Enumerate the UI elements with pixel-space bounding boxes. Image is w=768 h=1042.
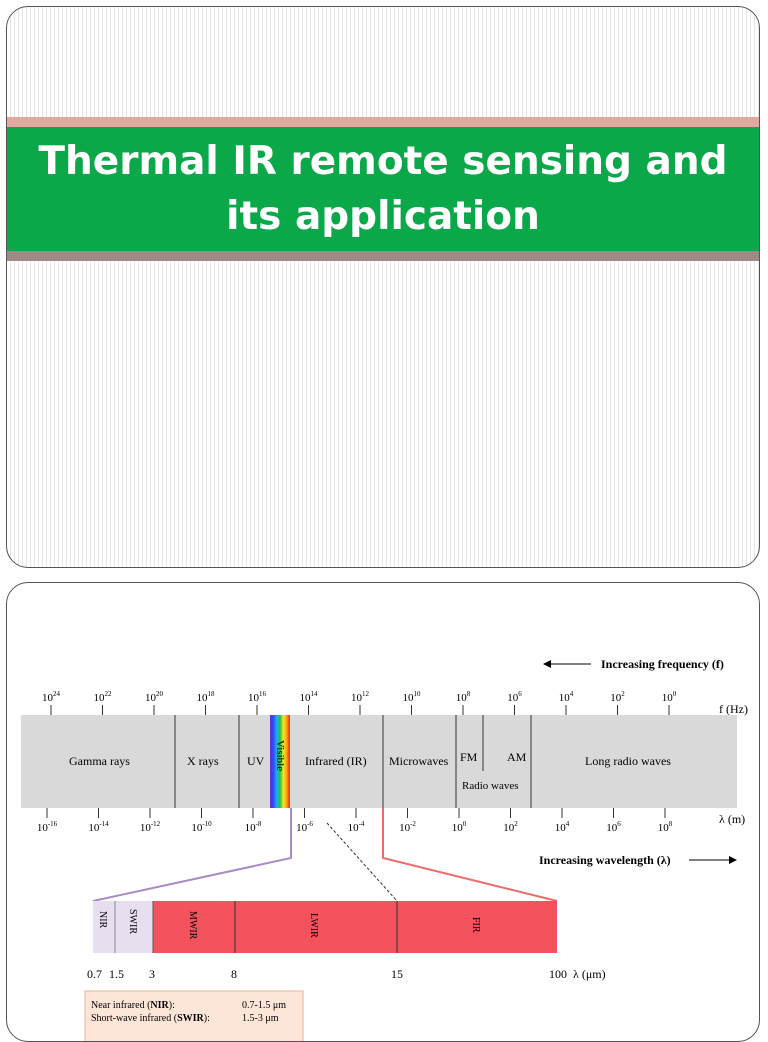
wave-unit-label: λ (m): [719, 812, 745, 826]
wave-tick-labels: 10-16 10-14 10-12 10-10 10-8 10-6 10-4 10-2 100 1…: [37, 808, 673, 834]
freq-tick-label: 108: [456, 690, 471, 704]
band-visible: Visible: [274, 740, 286, 771]
freq-tick-label: 1022: [94, 690, 113, 704]
band-radio-waves: Radio waves: [462, 780, 519, 792]
wave-tick-label: 10-12: [140, 820, 161, 834]
ir-thermal-segment: [153, 901, 557, 953]
em-spectrum-diagram: Increasing frequency (f) 1024 1022 1020 101…: [21, 657, 748, 1041]
freq-tick-label: 1010: [403, 690, 422, 704]
wave-tick-label: 10-10: [191, 820, 212, 834]
band-fm: FM: [460, 750, 478, 764]
ir-swir-segment: [115, 901, 153, 953]
freq-tick-label: 1012: [351, 690, 370, 704]
wave-tick-label: 100: [452, 820, 467, 834]
zoom-link-right: [382, 808, 558, 902]
wave-tick-label: 10-14: [88, 820, 109, 834]
slide-title: Thermal IR remote sensing and its applic…: [38, 139, 728, 239]
ir-tick-100: 100: [549, 967, 567, 981]
ir-band-mwir: MWIR: [187, 911, 198, 940]
wave-tick-label: 10-8: [245, 820, 262, 834]
wave-arrow-label: Increasing wavelength (λ): [539, 853, 671, 867]
wave-tick-label: 104: [555, 820, 570, 834]
ir-tick-3: 3: [149, 967, 155, 981]
ir-tick-15: 15: [391, 967, 403, 981]
band-uv: UV: [247, 754, 265, 768]
freq-tick-label: 1014: [300, 690, 319, 704]
legend-range-nir: 0.7-1.5 μm: [242, 1000, 286, 1011]
ir-nir-segment: [93, 901, 115, 953]
freq-tick-label: 1024: [42, 690, 61, 704]
zoom-link-dotted: [326, 822, 398, 902]
title-band-top-stripe: [7, 117, 759, 127]
visible-band: [270, 715, 290, 808]
legend-row-nir: Near infrared (NIR):: [91, 1000, 175, 1011]
band-long-radio-waves: Long radio waves: [585, 754, 671, 768]
legend-range-swir: 1.5-3 μm: [242, 1013, 279, 1024]
wave-tick-label: 102: [503, 820, 518, 834]
freq-tick-label: 104: [559, 690, 574, 704]
freq-tick-label: 106: [507, 690, 522, 704]
ir-band-fir: FIR: [470, 917, 481, 933]
spectrum-slide: Increasing frequency (f) 1024 1022 1020 101…: [6, 582, 760, 1042]
title-slide: Thermal IR remote sensing and its applic…: [6, 6, 760, 568]
band-am: AM: [507, 750, 527, 764]
band-infrared: Infrared (IR): [305, 754, 367, 768]
title-band-bottom-stripe: [7, 251, 759, 261]
wave-tick-label: 10-16: [37, 820, 58, 834]
spectrum-band: [21, 715, 737, 808]
freq-tick-label: 100: [662, 690, 677, 704]
freq-tick-label: 1016: [248, 690, 267, 704]
band-microwaves: Microwaves: [389, 754, 449, 768]
wave-tick-label: 10-4: [348, 820, 365, 834]
ir-band-nir: NIR: [97, 911, 108, 929]
freq-tick-label: 1018: [197, 690, 216, 704]
ir-band-swir: SWIR: [127, 909, 138, 934]
ir-tick-0-7: 0.7: [87, 967, 102, 981]
zoom-link-left: [92, 808, 292, 902]
freq-arrow-label: Increasing frequency (f): [601, 657, 724, 671]
band-gamma-rays: Gamma rays: [69, 754, 130, 768]
wave-tick-label: 108: [658, 820, 673, 834]
title-band: Thermal IR remote sensing and its applic…: [7, 127, 759, 251]
ir-band-lwir: LWIR: [308, 913, 319, 938]
legend-row-swir: Short-wave infrared (SWIR):: [91, 1013, 210, 1024]
freq-tick-label: 1020: [145, 690, 164, 704]
freq-tick-labels: 1024 1022 1020 1018 1016 1014 1012 1010 108 106 10…: [42, 690, 677, 715]
band-x-rays: X rays: [187, 754, 219, 768]
ir-unit-label: λ (μm): [573, 967, 606, 981]
freq-unit-label: f (Hz): [719, 702, 748, 716]
ir-tick-8: 8: [231, 967, 237, 981]
wave-tick-label: 10-2: [399, 820, 416, 834]
wave-tick-label: 10-6: [296, 820, 313, 834]
wave-tick-label: 106: [606, 820, 621, 834]
ir-tick-1-5: 1.5: [109, 967, 124, 981]
freq-tick-label: 102: [610, 690, 625, 704]
wave-arrowhead: [729, 856, 737, 864]
freq-arrowhead: [543, 660, 551, 668]
